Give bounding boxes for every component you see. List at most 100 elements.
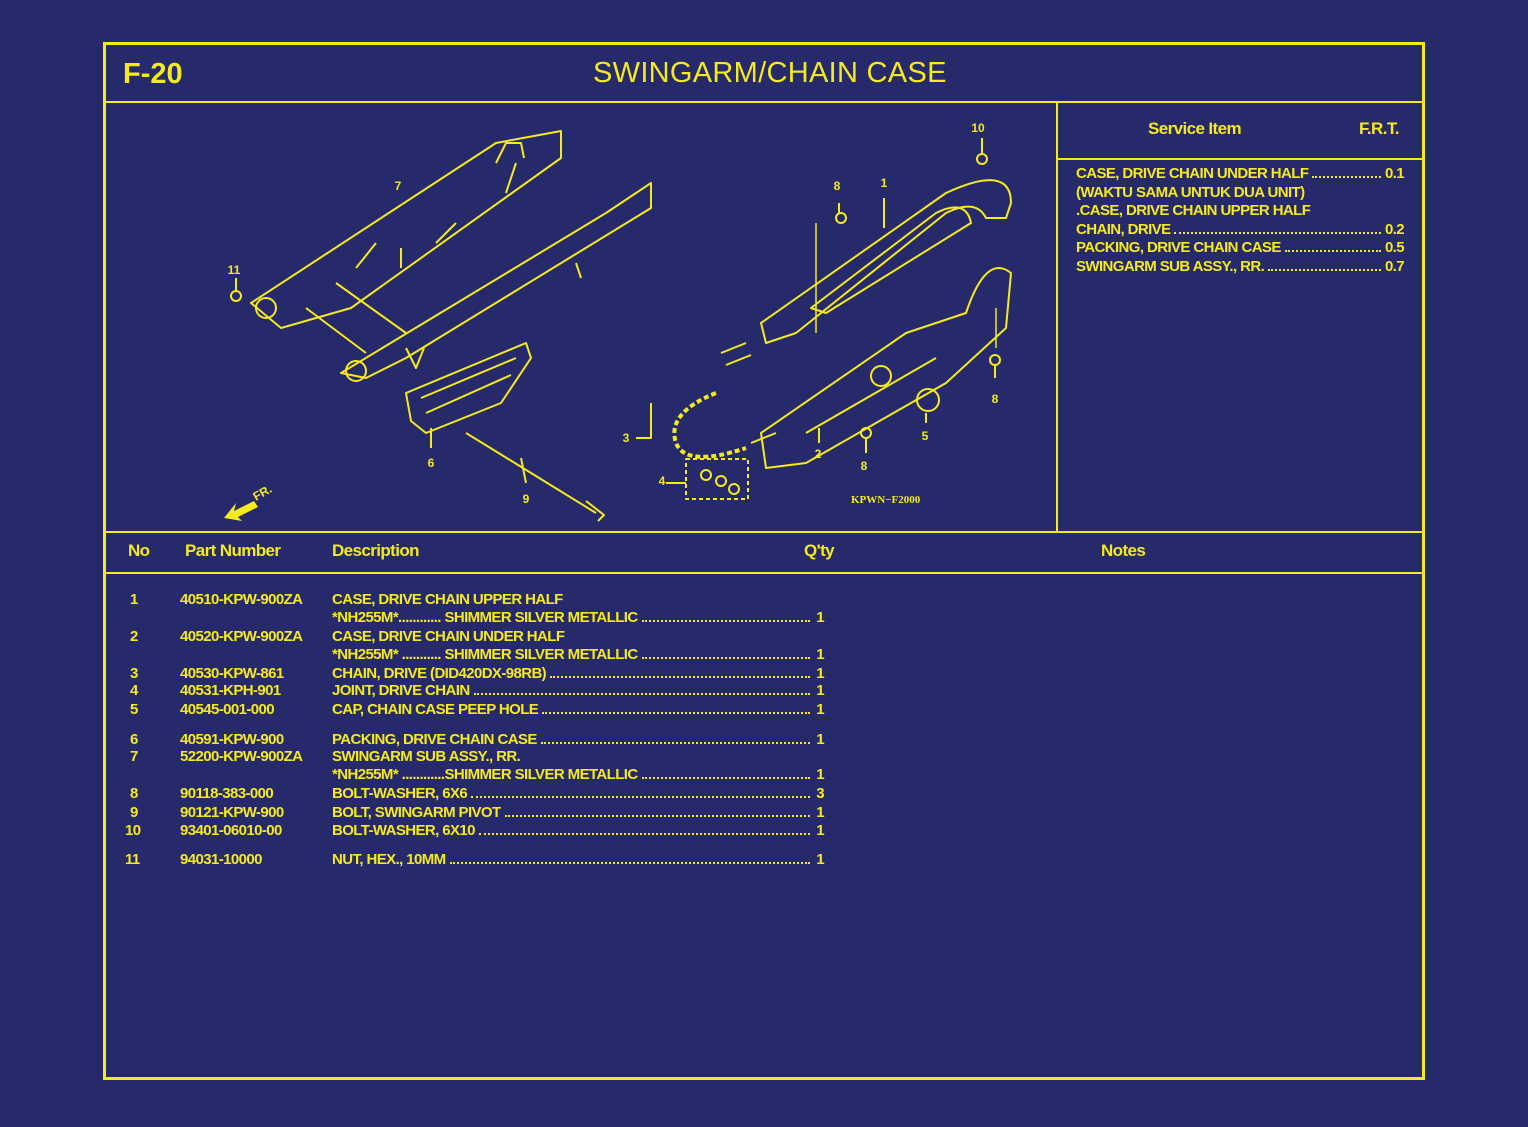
callout-number: 7 <box>395 179 402 193</box>
drawing-code: KPWN−F2000 <box>851 494 921 506</box>
callout-number: 11 <box>228 263 241 277</box>
item-no: 1 <box>130 591 138 608</box>
part-number: 40545-001-000 <box>180 701 275 718</box>
dot-leader <box>1284 250 1381 252</box>
description: BOLT, SWINGARM PIVOT <box>332 804 501 821</box>
dot-leader <box>478 833 810 835</box>
service-item-label: PACKING, DRIVE CHAIN CASE <box>1076 239 1281 256</box>
quantity: 1 <box>816 682 824 699</box>
item-no: 11 <box>125 851 140 868</box>
description: NUT, HEX., 10MM <box>332 851 446 868</box>
description: CAP, CHAIN CASE PEEP HOLE <box>332 701 539 718</box>
quantity: 1 <box>816 665 824 682</box>
quantity: 1 <box>816 766 824 783</box>
dot-leader <box>550 676 810 678</box>
service-item: CHAIN, DRIVE 0.2 <box>1076 220 1405 238</box>
quantity: 1 <box>816 646 824 663</box>
divider <box>1056 158 1422 160</box>
front-arrow <box>224 501 258 521</box>
part-number: 40591-KPW-900 <box>180 731 284 748</box>
frt-header: F.R.T. <box>1359 119 1399 138</box>
col-notes-header: Notes <box>1101 541 1146 560</box>
service-item: SWINGARM SUB ASSY., RR. 0.7 <box>1076 257 1405 275</box>
col-qty-header: Q'ty <box>804 541 835 560</box>
dot-leader <box>641 777 810 779</box>
item-no: 2 <box>130 628 138 645</box>
quantity: 1 <box>816 701 824 718</box>
service-item: (WAKTU SAMA UNTUK DUA UNIT) <box>1076 184 1305 201</box>
description: SWINGARM SUB ASSY., RR. <box>332 748 521 765</box>
part-number: 94031-10000 <box>180 851 262 868</box>
dot-leader <box>542 712 810 714</box>
description: JOINT, DRIVE CHAIN <box>332 682 470 699</box>
callout-number: 3 <box>623 431 630 445</box>
quantity: 1 <box>816 804 824 821</box>
description: CHAIN, DRIVE (DID420DX-98RB) <box>332 665 547 682</box>
divider <box>1056 101 1058 532</box>
col-part-header: Part Number <box>185 541 281 560</box>
part-number: 93401-06010-00 <box>180 822 282 839</box>
service-item-label: CHAIN, DRIVE <box>1076 220 1171 238</box>
dot-leader <box>1268 268 1381 271</box>
divider <box>106 531 1422 533</box>
packing-illustration <box>405 342 532 434</box>
service-item-label: SWINGARM SUB ASSY., RR. <box>1076 257 1265 275</box>
item-no: 3 <box>130 665 138 682</box>
divider <box>106 572 1422 574</box>
part-number: 40520-KPW-900ZA <box>180 628 303 645</box>
item-no: 9 <box>130 804 138 821</box>
service-item-label: .CASE, DRIVE CHAIN UPPER HALF <box>1076 202 1311 219</box>
item-no: 6 <box>130 731 138 748</box>
description: BOLT-WASHER, 6X10 <box>332 822 475 839</box>
quantity: 1 <box>816 731 824 748</box>
section-code: F-20 <box>123 58 183 90</box>
part-number: 52200-KPW-900ZA <box>180 748 303 765</box>
part-number: 40530-KPW-861 <box>180 665 284 682</box>
quantity: 3 <box>816 785 824 802</box>
description: *NH255M* ............SHIMMER SILVER META… <box>332 766 638 783</box>
upper-chain-case-illustration <box>760 179 1012 344</box>
service-item-header: Service Item <box>1148 119 1242 138</box>
item-no: 8 <box>130 785 138 802</box>
page-title: SWINGARM/CHAIN CASE <box>593 57 947 89</box>
part-number: 40531-KPH-901 <box>180 682 281 699</box>
dot-leader <box>449 862 810 864</box>
lower-chain-case-illustration <box>760 267 1012 469</box>
callout-number: 4 <box>659 474 666 488</box>
description: *NH255M*............ SHIMMER SILVER META… <box>332 609 638 626</box>
swingarm-illustration <box>250 130 652 382</box>
frt-value: 0.7 <box>1384 257 1405 275</box>
dot-leader <box>471 796 810 798</box>
description: BOLT-WASHER, 6X6 <box>332 785 468 802</box>
callout-number: 9 <box>523 492 530 506</box>
dot-leader <box>473 693 810 695</box>
dot-leader <box>504 815 810 817</box>
callout-number: 2 <box>815 447 822 461</box>
dot-leader <box>540 742 810 744</box>
dot-leader <box>1312 176 1381 178</box>
col-no-header: No <box>128 541 150 560</box>
quantity: 1 <box>816 851 824 868</box>
drive-chain-illustration <box>672 342 777 459</box>
part-number: 40510-KPW-900ZA <box>180 591 303 608</box>
dot-leader <box>641 657 810 659</box>
front-arrow-label: FR. <box>251 482 275 504</box>
callout-number: 1 <box>881 176 888 190</box>
item-no: 4 <box>130 682 138 699</box>
frt-value: 0.2 <box>1384 220 1405 238</box>
frt-value: 0.1 <box>1384 165 1405 182</box>
part-number: 90118-383-000 <box>180 785 274 802</box>
quantity: 1 <box>816 609 824 626</box>
pivot-bolt-illustration <box>465 432 605 522</box>
description: CASE, DRIVE CHAIN UNDER HALF <box>332 628 565 645</box>
description: CASE, DRIVE CHAIN UPPER HALF <box>332 591 563 608</box>
callout-number: 8 <box>861 459 868 473</box>
part-number: 90121-KPW-900 <box>180 804 284 821</box>
service-item: .CASE, DRIVE CHAIN UPPER HALF <box>1076 202 1311 219</box>
item-no: 5 <box>130 701 138 718</box>
item-no: 7 <box>130 748 138 765</box>
callout-number: 5 <box>922 429 929 443</box>
parts-sheet-frame: F-20 SWINGARM/CHAIN CASE Service Item F.… <box>103 42 1425 1080</box>
